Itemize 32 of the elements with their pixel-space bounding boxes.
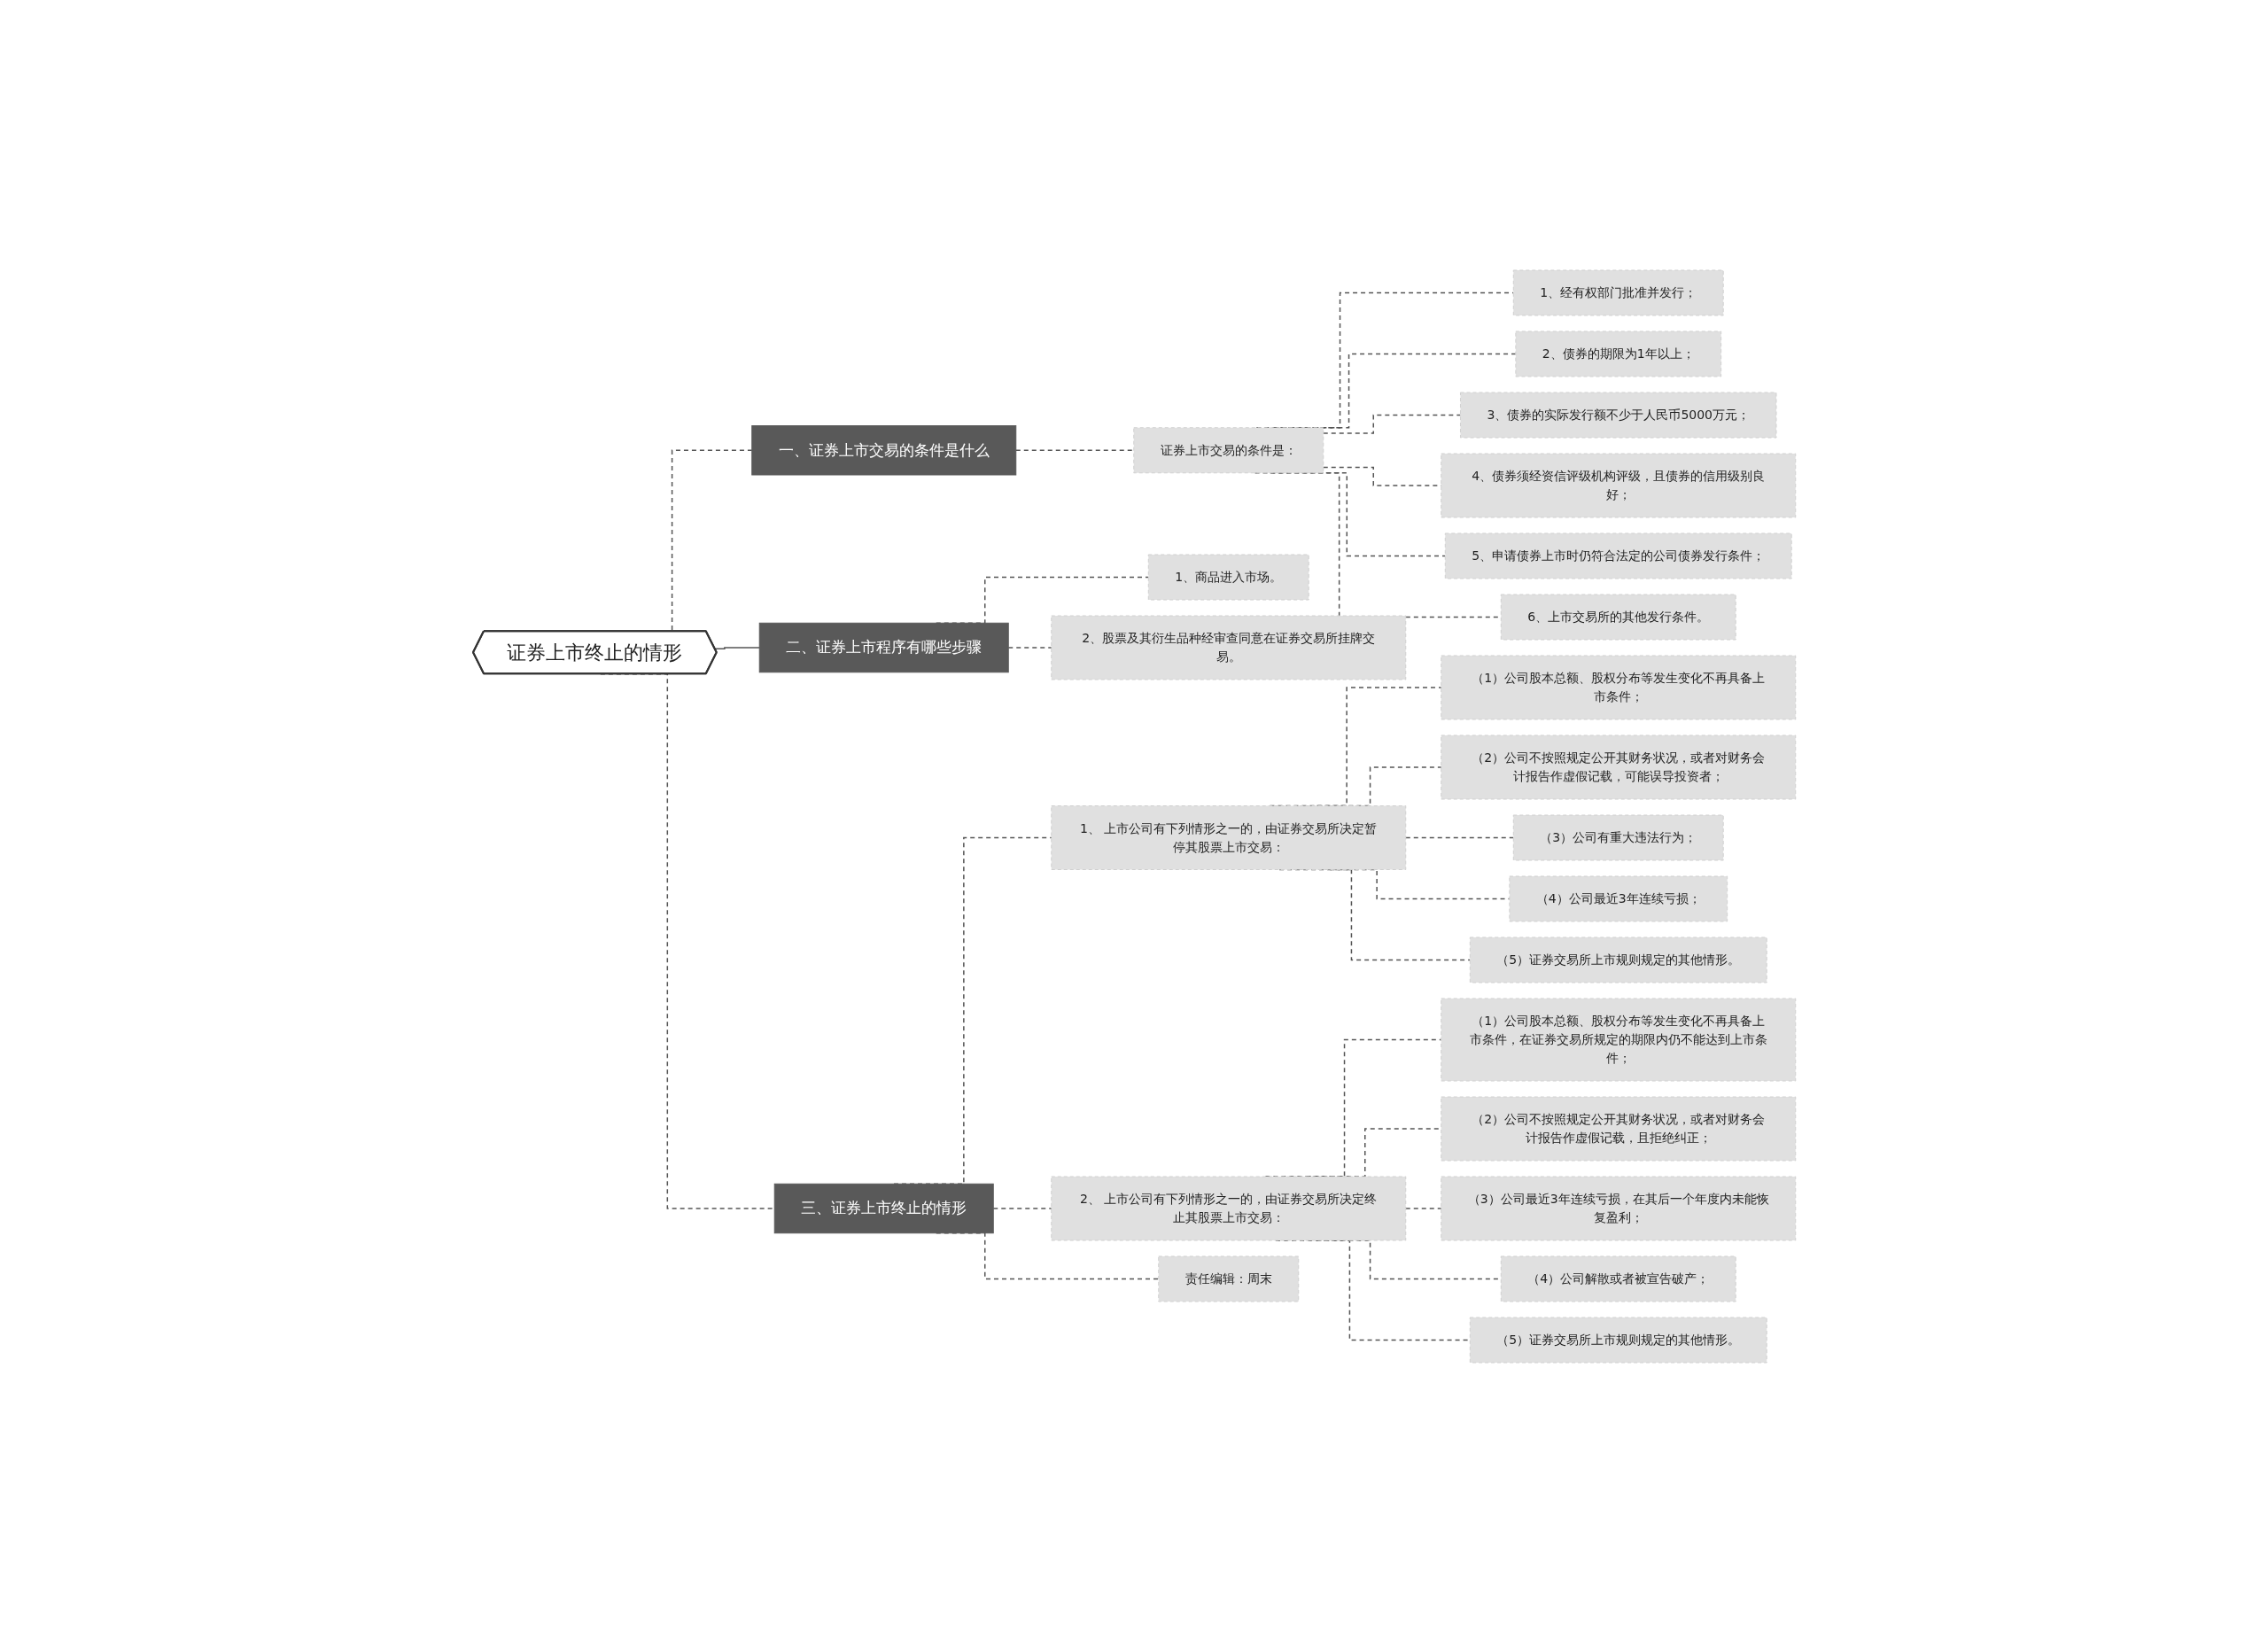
node-box: （3）公司有重大违法行为； xyxy=(1512,814,1724,860)
node-box: 5、申请债券上市时仍符合法定的公司债券发行条件； xyxy=(1444,532,1792,579)
node-box: 证券上市交易的条件是： xyxy=(1132,426,1324,473)
node-box: （3）公司最近3年连续亏损，在其后一个年度内未能恢复盈利； xyxy=(1440,1176,1796,1240)
node-box: （2）公司不按照规定公开其财务状况，或者对财务会计报告作虚假记载，可能误导投资者； xyxy=(1440,734,1796,799)
node-box: 一、证券上市交易的条件是什么 xyxy=(750,424,1016,475)
connector xyxy=(599,672,775,1209)
node-box: 1、商品进入市场。 xyxy=(1147,554,1309,600)
node-box: （4）公司最近3年连续亏损； xyxy=(1508,875,1728,921)
node-box: （5）证券交易所上市规则规定的其他情形。 xyxy=(1469,1317,1767,1363)
node-box: （2）公司不按照规定公开其财务状况，或者对财务会计报告作虚假记载，且拒绝纠正； xyxy=(1440,1096,1796,1161)
connector xyxy=(1014,449,1135,451)
node-box: 责任编辑：周末 xyxy=(1157,1255,1299,1302)
node-box: 三、证券上市终止的情形 xyxy=(773,1183,994,1233)
node-box: 3、债券的实际发行额不少于人民币5000万元； xyxy=(1459,392,1777,438)
node-box: （5）证券交易所上市规则规定的其他情形。 xyxy=(1469,936,1767,983)
node-box: 1、经有权部门批准并发行； xyxy=(1512,269,1724,315)
node-box: 2、 上市公司有下列情形之一的，由证券交易所决定终止其股票上市交易： xyxy=(1050,1176,1406,1240)
node-box: 4、债券须经资信评级机构评级，且债券的信用级别良好； xyxy=(1440,453,1796,517)
connector xyxy=(1007,646,1052,649)
node-box: 二、证券上市程序有哪些步骤 xyxy=(758,622,1009,672)
connector xyxy=(992,1207,1052,1209)
connector xyxy=(1322,414,1461,434)
connector xyxy=(1404,836,1514,838)
node-box: 2、股票及其衍生品种经审查同意在证券交易所挂牌交易。 xyxy=(1050,615,1406,680)
node-box: （4）公司解散或者被宣告破产； xyxy=(1500,1255,1736,1302)
node-box: 6、上市交易所的其他发行条件。 xyxy=(1500,594,1736,640)
node-box: 1、 上市公司有下列情形之一的，由证券交易所决定暂停其股票上市交易： xyxy=(1050,804,1406,870)
node-box: （1）公司股本总额、股权分布等发生变化不再具备上市条件； xyxy=(1440,655,1796,719)
node-box: （1）公司股本总额、股权分布等发生变化不再具备上市条件，在证券交易所规定的期限内仍不能达到上市条件； xyxy=(1440,998,1796,1081)
node-box: 2、债券的期限为1年以上； xyxy=(1514,330,1721,377)
connector xyxy=(1404,1207,1442,1209)
